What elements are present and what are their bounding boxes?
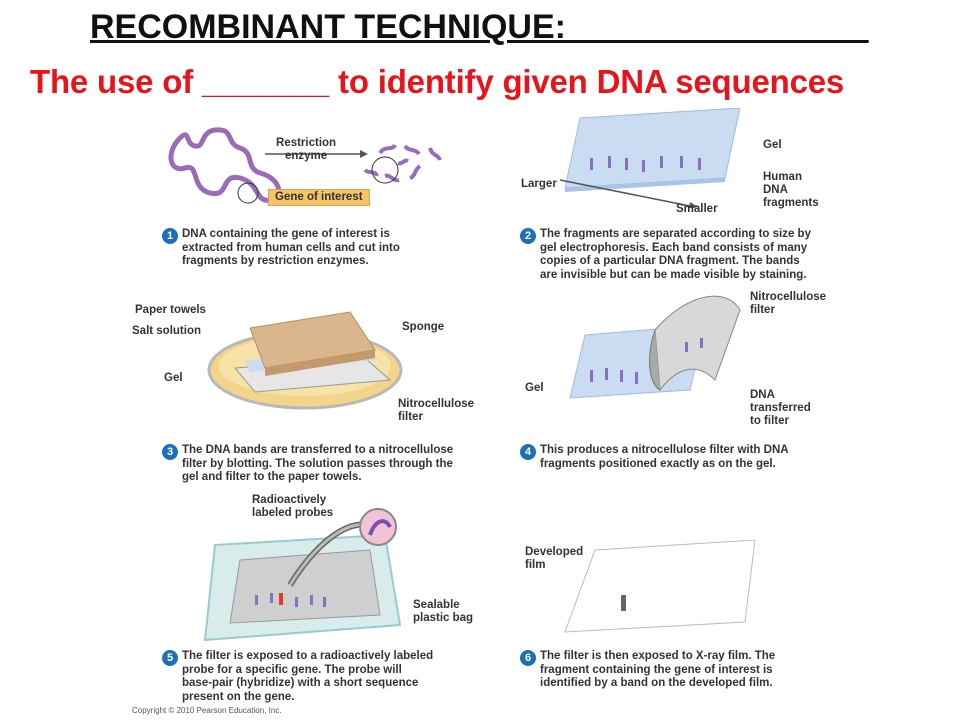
label-gene-of-interest: Gene of interest (268, 189, 370, 206)
panel4-illustration (569, 295, 741, 399)
step-caption-4: This produces a nitrocellulose filter wi… (540, 444, 789, 470)
step-caption-3: The DNA bands are transferred to a nitro… (182, 444, 454, 483)
label-probes: Radioactively labeled probes (252, 494, 334, 519)
step-badge-5: 5 (162, 650, 178, 666)
panel6-illustration (564, 540, 756, 633)
copyright-notice: Copyright © 2010 Pearson Education, Inc. (132, 706, 282, 715)
step-badge-4: 4 (520, 444, 536, 460)
step-badge-3: 3 (162, 444, 178, 460)
panel5-illustration (203, 508, 402, 642)
slide-subtitle: The use of _______ to identify given DNA… (30, 63, 845, 100)
label-developed-film: Developed film (525, 546, 584, 571)
filter-sheet (229, 549, 381, 624)
label-paper-towels: Paper towels (135, 304, 206, 316)
label-salt-solution: Salt solution (132, 325, 201, 337)
hybridized-band (279, 593, 283, 605)
nitrocellulose-filter (654, 295, 741, 392)
label-nitrocellulose-filter-3: Nitrocellulose filter (398, 398, 475, 423)
label-larger: Larger (521, 178, 557, 190)
panel3-illustration (207, 311, 403, 410)
label-gel-3: Gel (164, 372, 183, 384)
label-dna-transferred: DNA transferred to filter (750, 389, 811, 427)
film-band (621, 595, 626, 611)
gene-highlight-circle (237, 182, 259, 204)
dna-fragments (363, 143, 442, 183)
step-caption-2: The fragments are separated according to… (540, 228, 811, 281)
label-human-dna-fragments: Human DNA fragments (763, 171, 819, 209)
step-caption-1: DNA containing the gene of interest is e… (182, 228, 400, 267)
panel2-illustration (559, 108, 741, 208)
step-badge-1: 1 (162, 228, 178, 244)
developed-film-sheet (564, 540, 756, 633)
dna-bands (590, 156, 701, 172)
slide-title: RECOMBINANT TECHNIQUE:________________ (90, 8, 869, 46)
step-badge-2: 2 (520, 228, 536, 244)
label-restriction-enzyme: Restriction enzyme (276, 137, 337, 162)
label-smaller: Smaller (676, 203, 718, 215)
gel-slab (564, 108, 741, 189)
label-gel-2: Gel (763, 139, 782, 151)
probe-magnifier (359, 508, 397, 546)
step-caption-6: The filter is then exposed to X-ray film… (540, 650, 776, 689)
step-caption-5: The filter is exposed to a radioactively… (182, 650, 434, 703)
step-badge-6: 6 (520, 650, 536, 666)
label-plastic-bag: Sealable plastic bag (413, 599, 474, 624)
dna-strand (168, 127, 282, 203)
label-nitrocellulose-filter-4: Nitrocellulose filter (750, 291, 827, 316)
label-sponge: Sponge (402, 321, 445, 333)
label-gel-4: Gel (525, 382, 544, 394)
